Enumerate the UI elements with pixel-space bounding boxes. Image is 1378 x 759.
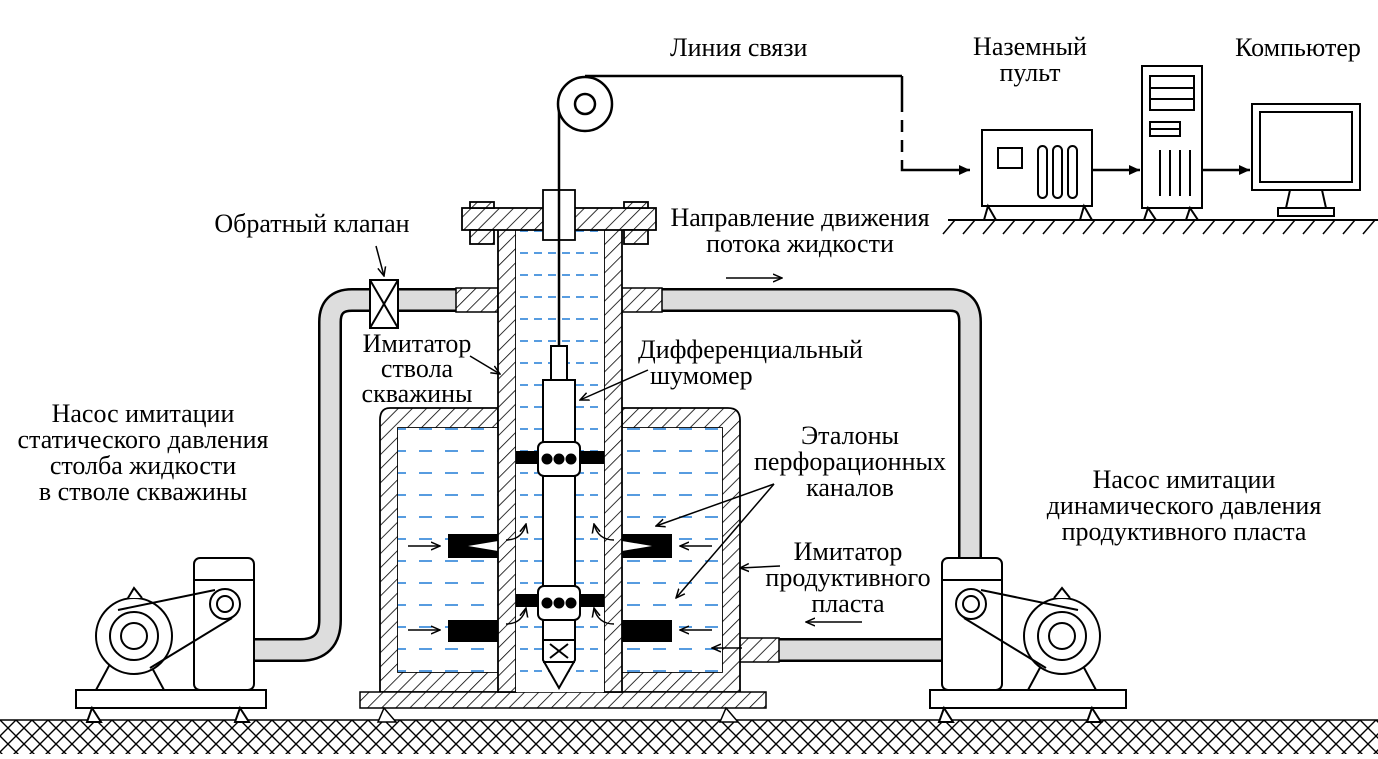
pump-static-icon <box>75 557 267 723</box>
console-icon <box>981 129 1094 221</box>
label-static-pump-3: столба жидкости <box>50 451 236 480</box>
noise-meter-icon <box>537 345 581 691</box>
pump-dynamic-icon <box>929 557 1127 723</box>
label-noise-meter-1: Дифференциальный <box>638 335 863 364</box>
label-static-pump-4: в стволе скважины <box>39 477 247 506</box>
label-check-valve: Обратный клапан <box>214 209 409 238</box>
label-dynamic-pump-1: Насос имитации <box>1093 465 1276 494</box>
label-dynamic-pump-3: продуктивного пласта <box>1062 517 1307 546</box>
label-wellbore-sim-3: скважины <box>362 379 473 408</box>
perf-channel-lower-right <box>622 620 672 642</box>
label-reservoir-sim-2: продуктивного <box>765 563 930 592</box>
label-flow-direction-2: потока жидкости <box>706 229 894 258</box>
vessel-base <box>359 691 767 723</box>
ground-main <box>0 720 1378 754</box>
label-dynamic-pump-2: динамического давления <box>1047 491 1322 520</box>
computer-icon <box>1251 103 1361 217</box>
perf-channel-lower-left <box>448 620 498 642</box>
label-reservoir-sim-3: пласта <box>811 589 885 618</box>
label-noise-meter-2: шумомер <box>650 361 753 390</box>
leader-lines <box>375 245 781 598</box>
label-static-pump-2: статического давления <box>18 425 269 454</box>
flow-arrows <box>408 278 862 648</box>
perf-channel-upper-left <box>448 534 498 558</box>
communication-cable <box>557 74 970 346</box>
ground-upper-platform <box>942 219 1378 235</box>
label-perf-standards-3: каналов <box>806 473 894 502</box>
pulley-icon <box>556 75 614 133</box>
pc-tower-icon <box>1141 65 1203 221</box>
labels: Линия связи Наземный пульт Компьютер Обр… <box>18 32 1361 618</box>
pipe-fittings <box>455 287 780 663</box>
label-reservoir-sim-1: Имитатор <box>794 537 903 566</box>
label-ground-console-1: Наземный <box>973 32 1087 61</box>
label-computer: Компьютер <box>1235 33 1361 62</box>
pipe-right <box>610 288 982 560</box>
label-perf-standards-2: перфорационных <box>754 447 946 476</box>
label-comm-line: Линия связи <box>670 33 808 62</box>
pipe-left <box>254 288 515 662</box>
label-wellbore-sim-2: ствола <box>381 354 454 383</box>
label-wellbore-sim-1: Имитатор <box>363 329 472 358</box>
label-flow-direction-1: Направление движения <box>670 203 929 232</box>
check-valve-icon <box>369 279 399 329</box>
label-ground-console-2: пульт <box>1000 58 1061 87</box>
label-static-pump-1: Насос имитации <box>52 399 235 428</box>
perf-channel-upper-right <box>622 534 672 558</box>
label-perf-standards-1: Эталоны <box>801 421 899 450</box>
